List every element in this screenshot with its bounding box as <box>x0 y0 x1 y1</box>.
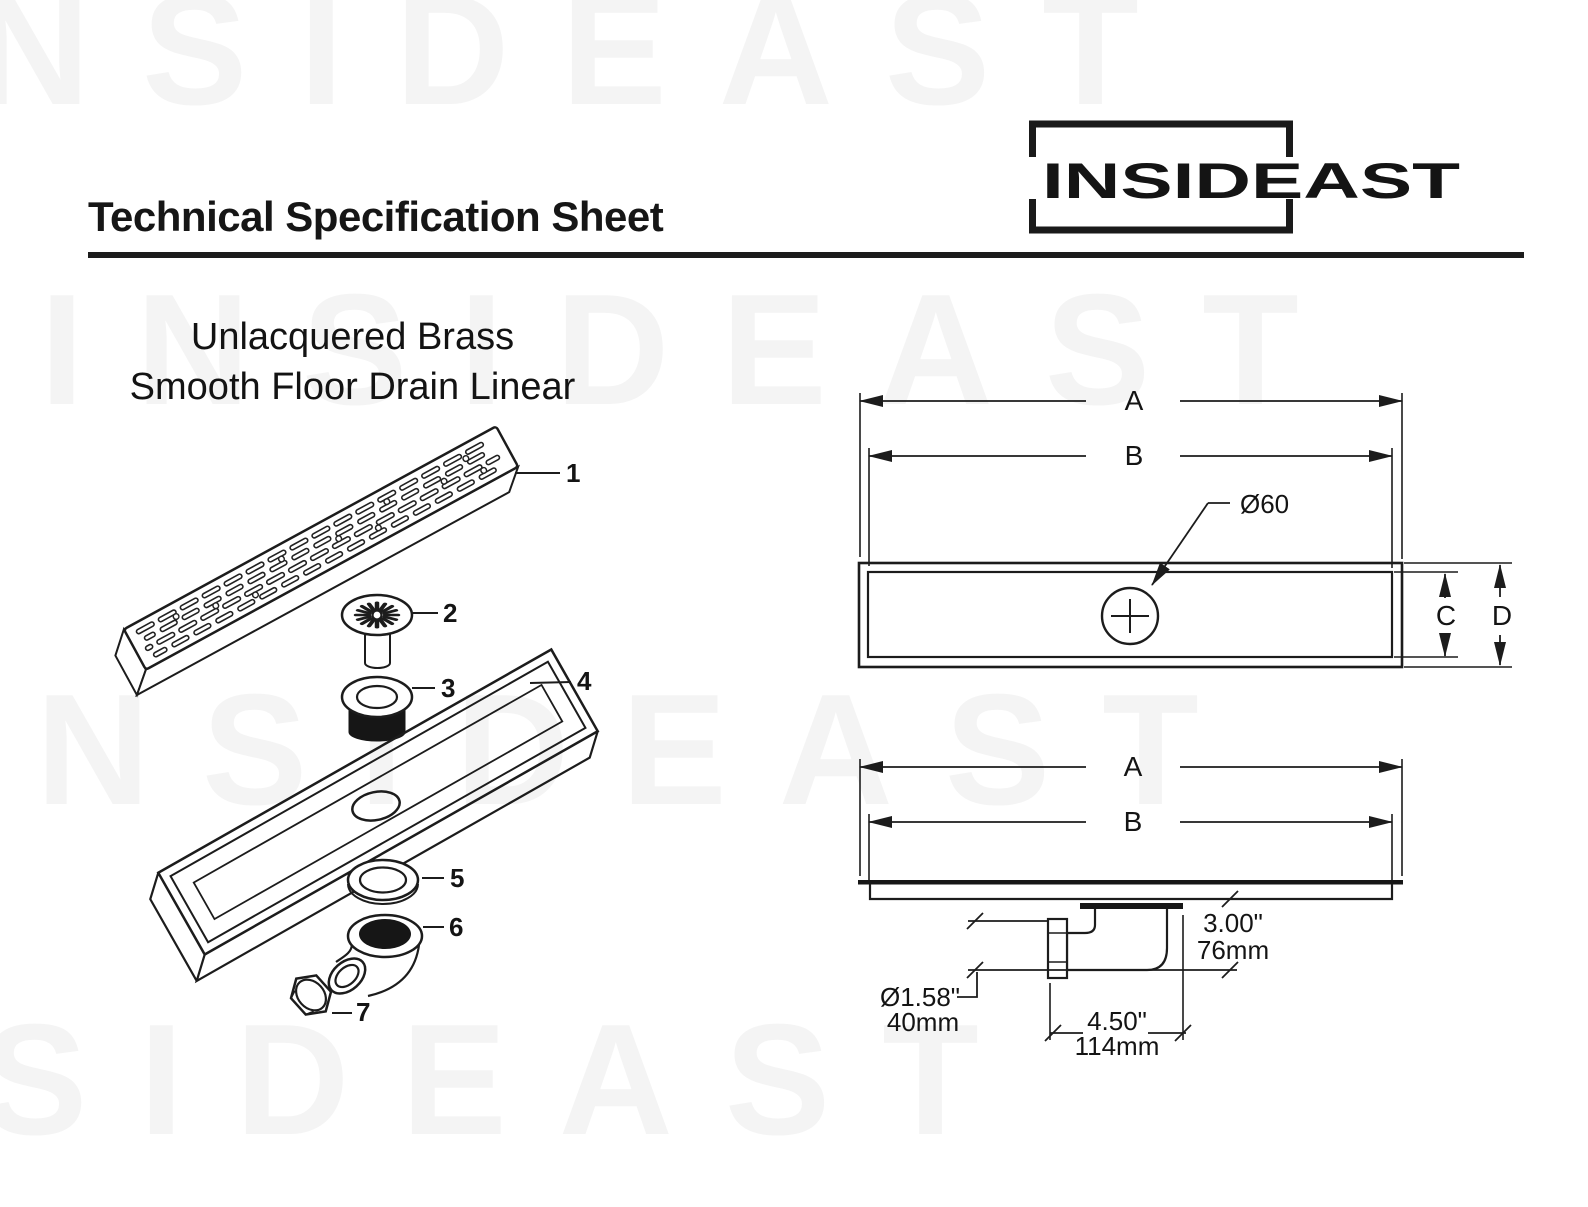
pipe-dia-mm-label: 40mm <box>887 1007 959 1037</box>
trap-elbow-profile <box>1065 909 1169 972</box>
outlet-flange-part <box>340 675 414 742</box>
dim-B-label: B <box>1125 440 1144 471</box>
channel-drain-hole <box>351 790 401 822</box>
plan-view: A B Ø60 <box>857 385 1512 669</box>
height-mm-label: 76mm <box>1197 935 1269 965</box>
offset-mm-label: 114mm <box>1075 1031 1160 1061</box>
outlet-dia-callout: Ø60 <box>1151 489 1289 586</box>
outlet-dia-label: Ø60 <box>1240 489 1289 519</box>
part5-label: 5 <box>450 863 464 893</box>
channel-flange-profile <box>858 880 1403 885</box>
gasket-part <box>346 858 420 905</box>
part3-label: 3 <box>441 673 455 703</box>
product-title: Unlacquered Brass Smooth Floor Drain Lin… <box>95 312 610 412</box>
dim-B-side-label: B <box>1124 806 1143 837</box>
channel-body-profile <box>868 884 1394 901</box>
dim-C: C <box>1436 573 1456 657</box>
offset-in-label: 4.50" <box>1087 1006 1147 1036</box>
dim-D-label: D <box>1492 600 1512 631</box>
dim-B-plan: B <box>868 440 1393 471</box>
channel-outer-outline <box>857 561 1404 669</box>
part2-label: 2 <box>443 598 457 628</box>
dim-D: D <box>1492 564 1512 666</box>
part1-label: 1 <box>566 458 580 488</box>
pipe-dia-in-label: Ø1.58" <box>880 982 960 1012</box>
dim-height: 3.00" 76mm <box>1197 890 1269 979</box>
header-divider <box>88 252 1524 258</box>
outlet-symbol <box>1100 586 1160 646</box>
page-title: Technical Specification Sheet <box>88 193 664 240</box>
part7-label: 7 <box>356 997 370 1027</box>
dim-A-side-label: A <box>1124 751 1143 782</box>
product-title-line1: Unlacquered Brass <box>190 316 515 358</box>
drain-trap-part <box>327 913 424 998</box>
dim-B-side: B <box>868 806 1393 837</box>
height-in-label: 3.00" <box>1203 908 1263 938</box>
lock-nut-part <box>289 974 333 1016</box>
insideast-logo: INSIDEAST <box>1029 120 1460 234</box>
part4-label: 4 <box>577 666 592 696</box>
channel-inner-outline <box>866 570 1394 659</box>
trap-nut-profile <box>1046 917 1069 980</box>
strainer-part <box>340 593 414 669</box>
dim-pipe-dia: Ø1.58" 40mm <box>880 912 1237 1037</box>
dim-A-side: A <box>859 751 1403 782</box>
product-title-line2: Smooth Floor Drain Linear <box>129 366 576 408</box>
dimension-drawings: A B Ø60 <box>857 385 1512 1061</box>
logo-text: INSIDEAST <box>1042 153 1460 209</box>
grate-part <box>114 426 520 698</box>
dim-A-plan: A <box>859 385 1403 416</box>
trap-flange-profile <box>1080 903 1183 909</box>
part6-label: 6 <box>449 912 463 942</box>
strainer-petals <box>353 601 401 629</box>
exploded-view-diagram: 1 2 3 <box>114 426 600 1027</box>
logo-box <box>1029 120 1293 234</box>
side-view: A B Ø1.58" <box>858 751 1403 1061</box>
dim-C-label: C <box>1436 600 1456 631</box>
part4-leader <box>529 681 572 684</box>
dim-offset: 4.50" 114mm <box>1044 915 1192 1061</box>
dim-A-label: A <box>1125 385 1144 416</box>
grate-slots <box>135 437 504 658</box>
